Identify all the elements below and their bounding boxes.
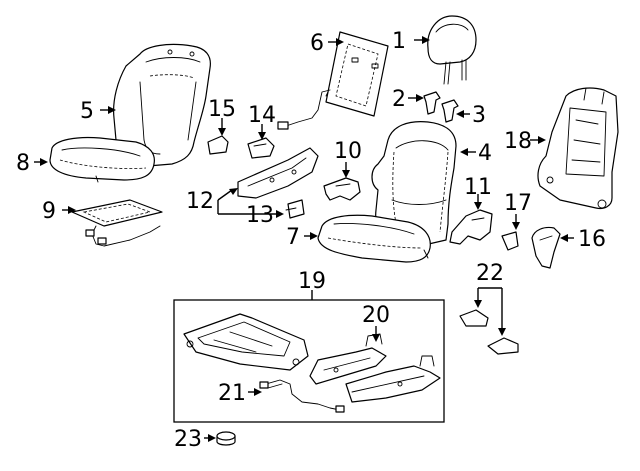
callout-9: 9 bbox=[42, 199, 56, 224]
part-headrest-guide-2[interactable] bbox=[423, 91, 441, 115]
callout-10: 10 bbox=[334, 139, 362, 164]
part-foot-cover-22a[interactable] bbox=[459, 309, 489, 327]
part-clip-13[interactable] bbox=[285, 199, 305, 219]
callout-5: 5 bbox=[80, 99, 94, 124]
part-side-trim[interactable] bbox=[237, 147, 319, 199]
callout-8: 8 bbox=[16, 151, 30, 176]
callout-20: 20 bbox=[362, 303, 390, 328]
part-slide-rails[interactable] bbox=[309, 333, 441, 403]
part-headrest-guide-3[interactable] bbox=[441, 99, 459, 123]
part-side-cover-16[interactable] bbox=[531, 226, 561, 269]
assembly-box-19 bbox=[173, 299, 445, 423]
part-headrest[interactable] bbox=[427, 15, 477, 85]
part-heater-sheet[interactable] bbox=[277, 31, 389, 130]
part-bracket-10[interactable] bbox=[323, 177, 361, 201]
callout-4: 4 bbox=[478, 141, 492, 166]
part-foot-cover-22b[interactable] bbox=[487, 337, 519, 355]
callout-21: 21 bbox=[218, 381, 246, 406]
callout-19: 19 bbox=[298, 269, 326, 294]
callout-7: 7 bbox=[286, 225, 300, 250]
callout-18: 18 bbox=[504, 129, 532, 154]
part-cushion-heater[interactable] bbox=[71, 199, 163, 247]
callout-2: 2 bbox=[392, 87, 406, 112]
part-seat-back-frame[interactable] bbox=[537, 87, 619, 210]
callout-11: 11 bbox=[464, 175, 492, 200]
callout-6: 6 bbox=[310, 31, 324, 56]
part-cushion-frame[interactable] bbox=[183, 313, 309, 371]
callout-15: 15 bbox=[208, 97, 236, 122]
part-cap-23[interactable] bbox=[216, 431, 236, 446]
part-cap-15[interactable] bbox=[207, 135, 229, 155]
part-seat-cushion-cover[interactable] bbox=[317, 214, 431, 263]
part-seat-back-cover[interactable] bbox=[371, 121, 457, 247]
callout-16: 16 bbox=[578, 227, 606, 252]
callout-22: 22 bbox=[476, 261, 504, 286]
callout-14: 14 bbox=[248, 103, 276, 128]
part-bracket-11[interactable] bbox=[449, 209, 493, 245]
part-seat-cushion-pad[interactable] bbox=[49, 136, 155, 183]
callout-1: 1 bbox=[392, 29, 406, 54]
part-clip-17[interactable] bbox=[501, 231, 519, 251]
part-seat-back-pad[interactable] bbox=[113, 43, 211, 167]
callout-3: 3 bbox=[472, 103, 486, 128]
callout-13: 13 bbox=[246, 203, 274, 228]
part-cover-14[interactable] bbox=[247, 137, 275, 159]
callout-12: 12 bbox=[186, 189, 214, 214]
callout-23: 23 bbox=[174, 427, 202, 452]
part-harness-21[interactable] bbox=[259, 379, 345, 413]
callout-17: 17 bbox=[504, 191, 532, 216]
